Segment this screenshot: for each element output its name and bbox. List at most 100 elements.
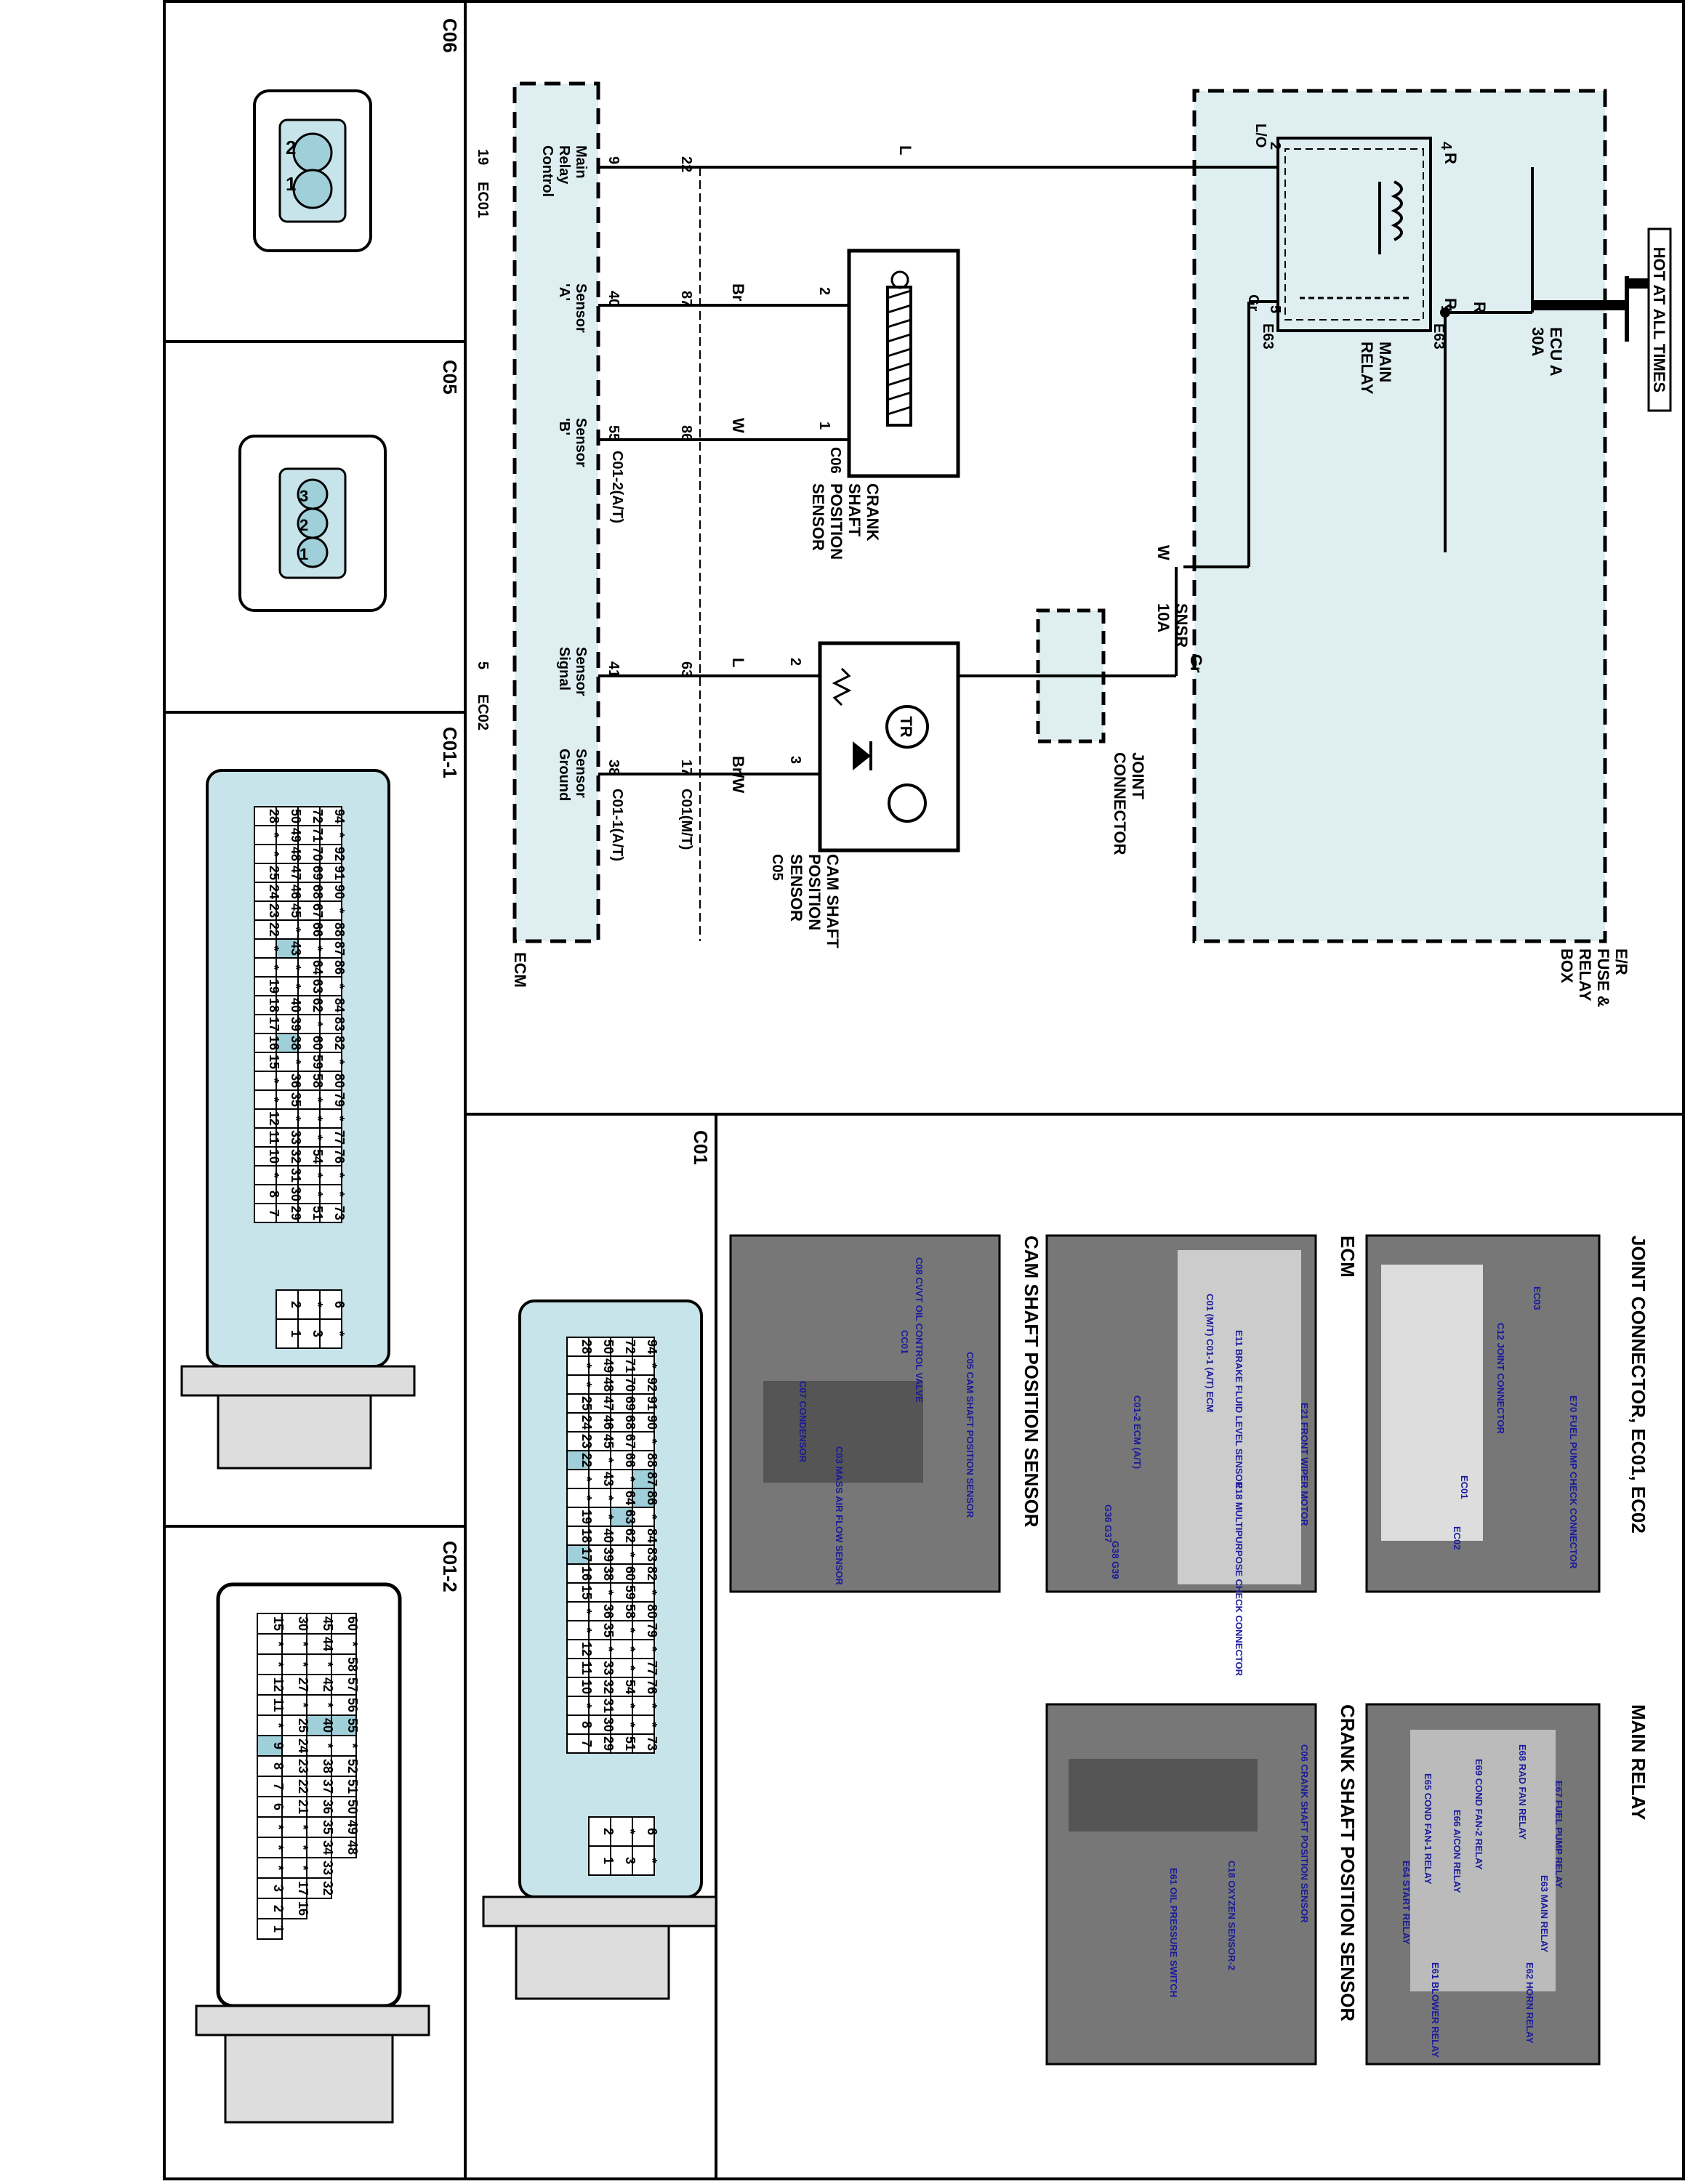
pin-number: * [267,832,281,837]
pin-number: 87 [645,1472,659,1486]
pin-number: 86 [332,960,347,975]
pin-number: 77 [332,1130,347,1145]
pin-number: * [601,1646,616,1651]
pin-number: 16 [267,1036,281,1050]
pin-cell [610,1601,633,1621]
pin-number: 23 [579,1434,594,1448]
pin-number: 9 [271,1742,286,1749]
pin-number: * [296,1845,310,1850]
pin-number: 77 [645,1661,659,1675]
pin-number: 46 [289,885,303,899]
pin-number: 76 [332,1149,347,1164]
pin-number: 11 [271,1698,286,1712]
pin-number: 68 [623,1415,638,1430]
pin-number: 55 [345,1718,360,1733]
pin-cell [588,1526,611,1546]
pin-cell [254,1014,277,1034]
svg-text:9: 9 [606,156,622,164]
pin-number: 21 [296,1800,310,1814]
pin-number: 7 [271,1783,286,1790]
c06-connector [253,89,372,252]
c05-title: C05 [439,360,461,395]
pin-number: * [623,1476,638,1481]
ecm-label: ECM [511,952,529,988]
pin-number: * [579,1627,594,1632]
pin-number: 30 [601,1717,616,1732]
pin-number: * [623,1627,638,1632]
pin-number: 64 [623,1491,638,1505]
pin-number: * [289,927,303,932]
pin-number: * [321,1661,335,1667]
photo-callout: E61 OIL PRESSURE SWITCH [1168,1868,1179,1997]
svg-text:C01-1(A/T): C01-1(A/T) [609,789,625,861]
pin-number: 29 [289,1206,303,1220]
pin-cell [276,1052,299,1072]
pin-number: 3 [310,1330,325,1337]
pin-number: 67 [623,1434,638,1448]
pin-number: * [623,1722,638,1727]
pin-number: 51 [623,1736,638,1751]
pin-cell [632,1639,655,1659]
pin-cell [610,1393,633,1414]
svg-text:W: W [729,418,747,433]
pin-number: 19 [579,1510,594,1524]
pin-number: 72 [310,809,325,823]
pin-number: * [623,1829,638,1834]
svg-text:R: R [1471,302,1489,313]
pin-number: 35 [601,1623,616,1637]
photo-crank-sensor: CRANK SHAFT POSITION SENSOR [1045,1703,1359,2066]
pin-number: 7 [579,1740,594,1747]
pin-number: 24 [267,885,281,899]
pin-cell [566,1450,590,1470]
pin-number: 24 [296,1738,310,1753]
pin-number: * [645,1646,659,1651]
pin-number: 25 [296,1718,310,1733]
pin-cell [566,1677,590,1697]
pin-cell [254,1089,277,1110]
svg-text:40: 40 [606,291,622,307]
pin-number: 12 [271,1677,286,1692]
pin-number: 70 [310,847,325,861]
pin-number: 60 [623,1566,638,1581]
pin-cell [566,1507,590,1527]
pin-number: 82 [645,1566,659,1581]
pin-number: 31 [601,1699,616,1713]
pin-number: 54 [310,1149,325,1164]
photo-callout: E62 HORN RELAY [1524,1962,1535,2044]
pin-number: * [310,1172,325,1177]
c01-2-title: C01-2 [439,1541,461,1592]
svg-text:TR: TR [897,716,915,737]
pin-cell [254,844,277,864]
photo-callout: C18 OXYZEN SENSOR-2 [1226,1861,1237,1970]
pin-number: 45 [321,1616,335,1631]
pin-cell [281,1714,307,1736]
pin-cell [566,1393,590,1414]
svg-text:2: 2 [816,287,832,295]
pin-number: 33 [321,1861,335,1875]
pin-cell [331,1613,357,1635]
svg-text:63: 63 [678,661,694,677]
c01-1-connector: 94*929190*888786*848382*8079*7776**73727… [180,769,416,1470]
ec01-label: EC01 [475,182,491,218]
pin-number: 94 [332,809,347,823]
pin-number: * [579,1495,594,1500]
pin-number: * [289,1116,303,1121]
pin-number: 24 [579,1415,594,1430]
photo-callout: C03 MASS AIR FLOW SENSOR [834,1446,845,1586]
photo-callout: E63 MAIN RELAY [1539,1875,1550,1953]
pin-number: 38 [601,1566,616,1581]
pin-number: 76 [645,1680,659,1694]
pin-number: * [296,1661,310,1667]
pin-number: * [267,1172,281,1177]
pin-number: 8 [579,1721,594,1728]
pin-cell [319,1033,342,1053]
pin-cell [588,1431,611,1451]
pin-cell [254,919,277,940]
svg-text:4: 4 [1438,142,1454,150]
pin-cell [276,1318,299,1349]
pin-number: 44 [321,1637,335,1651]
pin-cell [254,900,277,921]
pin-cell [566,1431,590,1451]
pin-number: 54 [623,1680,638,1694]
